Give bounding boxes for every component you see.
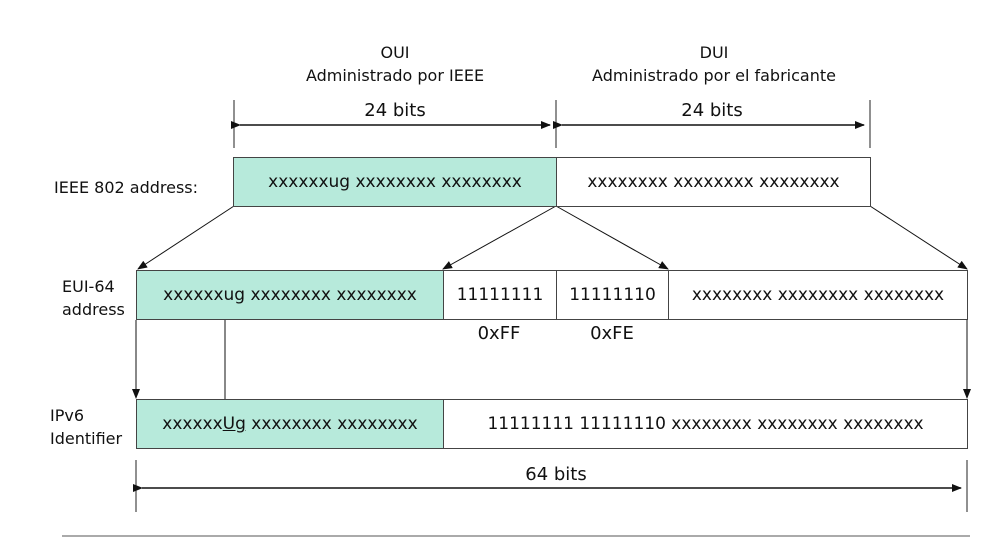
ipv6-label-line2: Identifier [50, 429, 123, 448]
ipv6-rest-field: 11111111 11111110 xxxxxxxx xxxxxxxx xxxx… [443, 399, 968, 449]
ff-hex-label: 0xFF [477, 323, 521, 344]
ipv6-label-line1: IPv6 [50, 406, 85, 425]
dui-subtitle: Administrado por el fabricante [592, 66, 836, 85]
arrow-dui-left [555, 205, 669, 270]
ieee802-oui-field: xxxxxxug xxxxxxxx xxxxxxxx [233, 157, 557, 207]
eui64-dui-field: xxxxxxxx xxxxxxxx xxxxxxxx [668, 270, 968, 320]
oui-bits-label: 24 bits [364, 100, 426, 121]
arrow-oui-left [137, 205, 235, 270]
eui64-oui-field: xxxxxxug xxxxxxxx xxxxxxxx [136, 270, 444, 320]
ieee802-dui-field: xxxxxxxx xxxxxxxx xxxxxxxx [556, 157, 871, 207]
dui-bits-label: 24 bits [681, 100, 743, 121]
ipv6-oui-prefix: xxxxxx [162, 414, 223, 434]
eui64-fe-field: 11111110 [556, 270, 669, 320]
ieee802-label: IEEE 802 address: [54, 178, 199, 197]
dui-title: DUI [699, 43, 729, 62]
oui-title: OUI [380, 43, 410, 62]
ipv6-ul-flag: Ug [222, 414, 246, 434]
eui64-label-line1: EUI-64 [62, 277, 115, 296]
fe-hex-label: 0xFE [590, 323, 634, 344]
eui64-label-line2: address [62, 300, 125, 319]
eui64-ff-field: 11111111 [443, 270, 557, 320]
arrow-dui-right [869, 205, 968, 270]
oui-subtitle: Administrado por IEEE [305, 66, 485, 85]
arrow-oui-right [442, 205, 557, 270]
total-bits-label: 64 bits [525, 464, 587, 485]
ipv6-oui-rest: xxxxxxxx xxxxxxxx [245, 414, 418, 434]
